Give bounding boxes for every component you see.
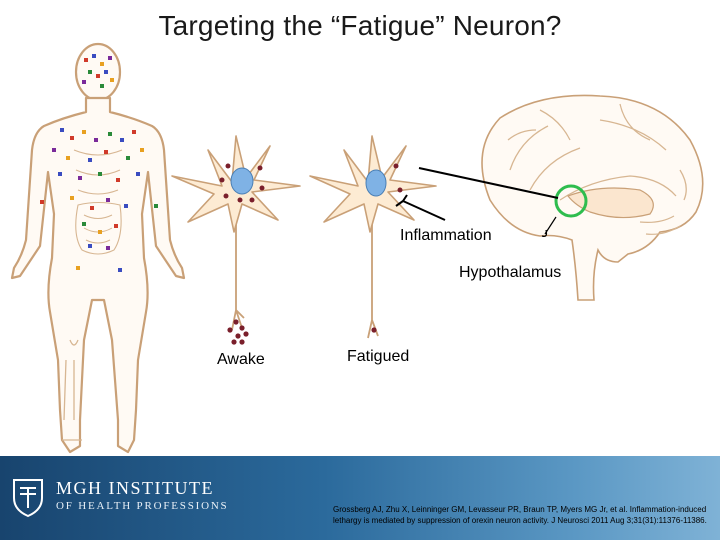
citation-text: Grossberg AJ, Zhu X, Leinninger GM, Leva… — [333, 505, 707, 525]
fatigued-neuron — [309, 135, 437, 339]
brain-sagittal-figure — [481, 94, 704, 301]
label-awake: Awake — [217, 351, 265, 368]
label-hypothalamus: Hypothalamus — [459, 264, 562, 281]
pointer-lines — [395, 167, 559, 237]
shield-icon — [13, 479, 43, 518]
footer-band: MGH INSTITUTE OF HEALTH PROFESSIONS Gros… — [0, 456, 720, 540]
label-inflammation: Inflammation — [400, 227, 492, 244]
label-fatigued: Fatigued — [347, 348, 410, 365]
logo-name: MGH INSTITUTE — [56, 478, 214, 498]
fatigued-granules — [371, 163, 403, 333]
awake-granules — [219, 163, 265, 345]
logo-subtitle: OF HEALTH PROFESSIONS — [56, 500, 229, 512]
awake-neuron — [171, 135, 301, 345]
hypothalamus-highlight — [554, 184, 588, 218]
institute-logo: MGH INSTITUTE OF HEALTH PROFESSIONS — [10, 476, 290, 520]
slide-title: Targeting the “Fatigue” Neuron? — [158, 10, 562, 41]
body-molecule-markers — [40, 54, 158, 272]
human-body-figure — [10, 42, 186, 454]
